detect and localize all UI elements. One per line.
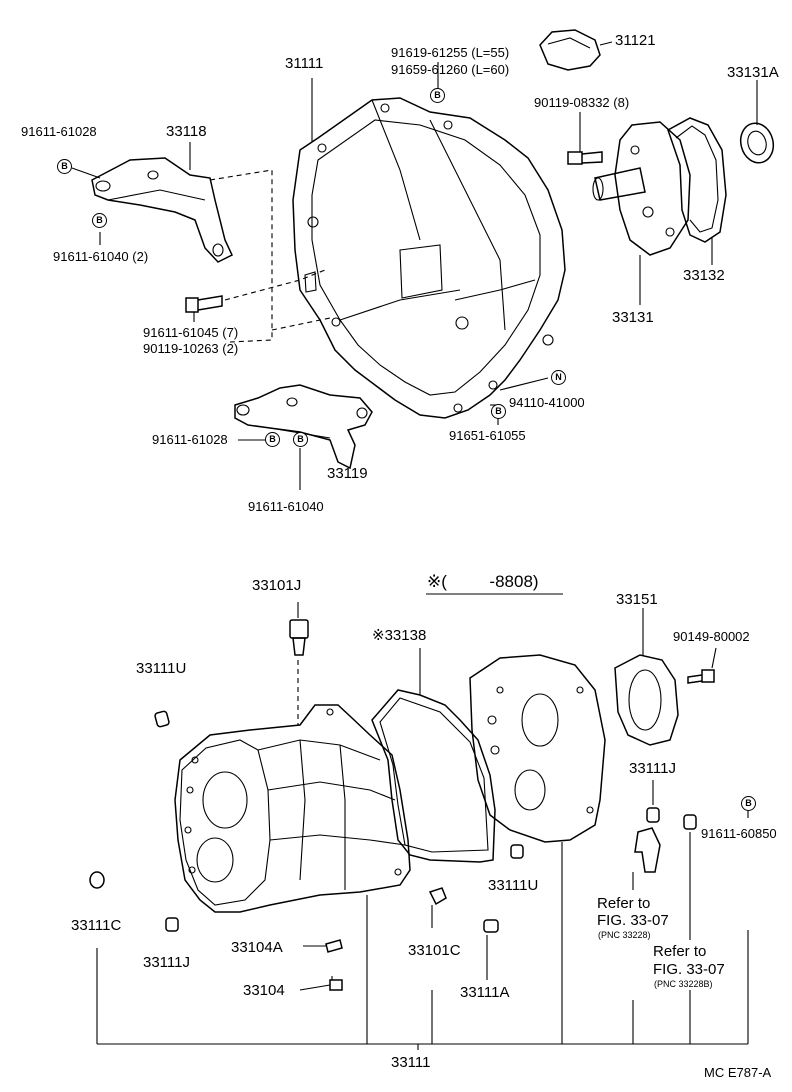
label-33111C: 33111C [71, 917, 122, 934]
bearing-retainer-33131 [592, 121, 691, 305]
plug-33111A [483, 919, 499, 933]
label-91611-60850: 91611-60850 [701, 826, 777, 841]
label-91611-61028-top: 91611-61028 [21, 124, 97, 139]
label-90119-10263: 90119-10263 (2) [143, 341, 239, 356]
refer-1-line-1: Refer to [597, 895, 651, 912]
label-33111U-top: 33111U [136, 660, 187, 677]
label-33111-bottom: 33111 [391, 1054, 431, 1071]
label-91611-61040-2: 91611-61040 (2) [53, 249, 149, 264]
label-94110-41000: 94110-41000 [509, 395, 585, 410]
plug-33111C [89, 871, 105, 889]
nut-badge-icon: N [551, 370, 566, 385]
label-91659-61260: 91659-61260 (L=60) [391, 62, 510, 77]
refer-1-line-2: FIG. 33-07 [597, 912, 669, 929]
clutch-housing-31111 [292, 97, 566, 419]
plug-33104 [329, 976, 343, 991]
label-91619-61255: 91619-61255 (L=55) [391, 45, 510, 60]
bolt-91611-61045 [185, 295, 223, 322]
bolt-90119-08332 [567, 112, 603, 165]
label-33111U-bottom: 33111U [488, 877, 539, 894]
label-91611-61028-bottom: 91611-61028 [152, 432, 228, 447]
bracket-33118 [71, 142, 233, 263]
sensor-33101J [289, 602, 309, 656]
pin-right [683, 814, 697, 830]
refer-1-line-3: (PNC 33228) [598, 930, 651, 940]
bolt-badge-icon: B [491, 404, 506, 419]
dowel-33111J-left [165, 917, 179, 932]
bolt-badge-icon: B [430, 88, 445, 103]
transmission-case-33111 [174, 704, 411, 913]
label-33119: 33119 [327, 465, 368, 482]
label-91611-61040: 91611-61040 [248, 499, 324, 514]
label-33101C: 33101C [408, 942, 461, 959]
refer-2-line-1: Refer to [653, 943, 707, 960]
label-33104: 33104 [243, 982, 285, 999]
bolt-badge-icon: B [57, 159, 72, 174]
label-31121: 31121 [615, 32, 656, 49]
dowel-33111U-bottom [510, 844, 524, 859]
label-33132: 33132 [683, 267, 725, 284]
intermediate-plate [469, 654, 606, 843]
label-33138: ※33138 [372, 627, 427, 644]
refer-2-line-3: (PNC 33228B) [654, 979, 713, 989]
label-33118: 33118 [166, 123, 207, 140]
refer-2-line-2: FIG. 33-07 [653, 961, 725, 978]
bolt-90149-80002 [687, 647, 717, 684]
label-33131: 33131 [612, 309, 654, 326]
bolt-badge-icon: B [265, 432, 280, 447]
gasket-33132 [667, 117, 727, 265]
label-33111J-left: 33111J [143, 954, 190, 971]
label-33111A: 33111A [460, 984, 510, 1001]
label-33111J-right: 33111J [629, 760, 676, 777]
bolt-badge-icon: B [293, 432, 308, 447]
label-33104A: 33104A [231, 939, 283, 956]
label-91611-61045: 91611-61045 (7) [143, 325, 239, 340]
gasket-33138 [371, 648, 496, 863]
label-31111: 31111 [285, 55, 324, 72]
bolt-badge-icon: B [92, 213, 107, 228]
plug-33104A [325, 939, 343, 953]
cover-33151 [614, 608, 679, 746]
label-33101J: 33101J [252, 577, 302, 594]
label-33131A: 33131A [727, 64, 779, 81]
link-refer [634, 827, 661, 873]
label-91651-61055: 91651-61055 [449, 428, 526, 443]
oil-seal-33131A [739, 80, 775, 164]
note-range: ※( -8808) [427, 572, 539, 591]
part-31121-cover [539, 29, 613, 71]
label-90149-80002: 90149-80002 [673, 629, 750, 644]
label-90119-08332: 90119-08332 (8) [534, 95, 630, 110]
dowel-33111J-right [646, 780, 660, 823]
dowel-33111U-top [154, 710, 170, 728]
nut-33101C [428, 887, 447, 906]
figure-code: MC E787-A [704, 1065, 772, 1080]
assembly-bracket-33111 [96, 810, 749, 1050]
label-33151: 33151 [616, 591, 658, 608]
bolt-badge-icon: B [741, 796, 756, 811]
